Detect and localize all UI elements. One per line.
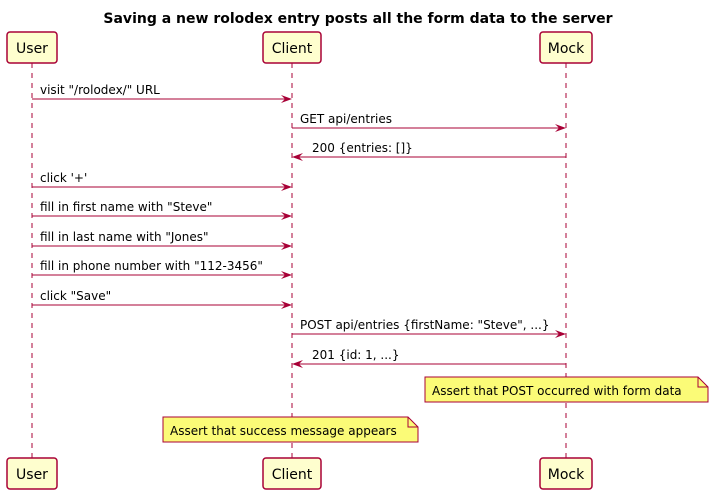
participant-client-bottom: Client [262,457,322,490]
message-201-created: 201 {id: 1, ...} [292,348,566,368]
message-label: POST api/entries {firstName: "Steve", ..… [300,318,549,332]
message-label: 201 {id: 1, ...} [312,348,400,362]
note-label: Assert that POST occurred with form data [432,384,682,398]
message-label: click '+' [40,171,87,185]
participant-label: Client [272,467,313,483]
message-200-entries: 200 {entries: []} [292,141,566,161]
message-get-entries: GET api/entries [292,112,566,132]
diagram-title: Saving a new rolodex entry posts all the… [103,11,612,27]
participant-mock-bottom: Mock [539,457,593,490]
note-post-occurred: Assert that POST occurred with form data [424,376,709,403]
message-label: fill in last name with "Jones" [40,230,209,244]
participant-label: User [16,467,48,483]
message-fill-phone: fill in phone number with "112-3456" [32,259,292,279]
note-success-message: Assert that success message appears [162,416,419,443]
message-label: click "Save" [40,289,111,303]
note-label: Assert that success message appears [170,424,397,438]
message-visit-url: visit "/rolodex/" URL [32,83,292,103]
participant-user-bottom: User [6,457,58,490]
participant-user-top: User [6,31,58,64]
participant-label: Client [272,41,313,57]
message-label: fill in phone number with "112-3456" [40,259,263,273]
message-label: visit "/rolodex/" URL [40,83,160,97]
message-click-save: click "Save" [32,289,292,309]
message-post-entries: POST api/entries {firstName: "Steve", ..… [292,318,566,338]
participant-label: Mock [548,467,585,483]
participant-client-top: Client [262,31,322,64]
message-label: fill in first name with "Steve" [40,200,212,214]
message-click-plus: click '+' [32,171,292,191]
participant-label: User [16,41,48,57]
message-label: GET api/entries [300,112,392,126]
participant-mock-top: Mock [539,31,593,64]
message-fill-last-name: fill in last name with "Jones" [32,230,292,250]
participant-label: Mock [548,41,585,57]
message-fill-first-name: fill in first name with "Steve" [32,200,292,220]
message-label: 200 {entries: []} [312,141,413,155]
